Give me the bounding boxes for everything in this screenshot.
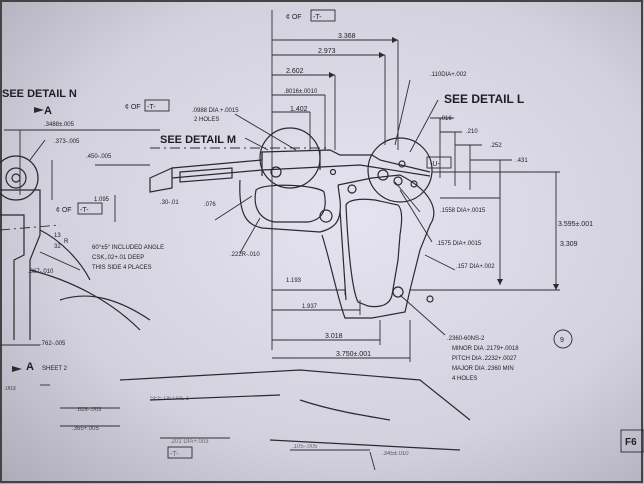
dim-016: .016 [440,116,452,122]
thread-note-line1: .2360-60NS-2 [447,336,485,342]
dim-1402: 1.402 [290,106,308,113]
dim-210: .210 [466,129,478,135]
dim-450: .450-.005 [86,154,112,160]
dim-222: .222R-.010 [230,252,260,258]
dim-1193: 1.193 [286,278,302,284]
datum-bottom-box: -T- [170,451,179,458]
dim-1937: 1.937 [302,304,318,310]
thread-note-line4: MAJOR DIA .2360 MIN [452,366,514,372]
dim-365: .365+.005 [72,426,100,432]
callout-see-detail-l: SEE DETAIL L [444,92,524,106]
centerline-top-box: -T- [313,14,322,21]
dim-157: .157 DIA+.002 [456,264,495,270]
section-ref: SEE DETAIL 1 [150,396,190,402]
dim-two-holes: 2 HOLES [194,117,219,123]
dim-105: .105-.005 [292,444,318,450]
thread-note-line5: 4 HOLES [452,376,477,382]
callout-see-detail-m: SEE DETAIL M [160,134,236,146]
dim-3750: 3.750±.001 [336,351,371,358]
centerline-mid-box: -T- [147,104,156,111]
dimension-labels: 3.368 2.973 2.602 .8016±.0010 1.402 .098… [4,33,593,457]
thread-note-line3: PITCH DIA .2232+.0027 [452,356,517,362]
thread-note-line2: MINOR DIA .2179+.0018 [452,346,519,352]
dimension-lines [0,10,560,471]
dim-3309: 3.309 [560,241,578,248]
dim-1575: .1575 DIA+.0015 [436,241,482,247]
datum-u-box: -U- [430,161,440,168]
centerline-top-label: ¢ OF [286,14,302,21]
dim-13: 13 [54,233,61,239]
circled-note-number: 9 [560,337,564,344]
dim-30: .30-.01 [160,200,179,206]
dim-367: .367-.010 [28,269,54,275]
dim-628: .628-.003 [76,407,102,413]
datum-labels: ¢ OF -T- ¢ OF -T- ¢ OF -T- -U- -T- [56,14,440,458]
drawing-linework [0,127,471,451]
dim-076: .076 [204,202,216,208]
dim-3488: .3488±.005 [44,122,75,128]
callouts: SEE DETAIL N SEE DETAIL M SEE DETAIL L A… [2,88,637,448]
dim-201: .201 DIA+.003 [170,439,209,445]
sheet-ref: SHEET 2 [42,366,68,372]
centerline-mid-label: ¢ OF [125,104,141,111]
angle-note: 60°±5° INCLUDED ANGLE CSK,.02+.01 DEEP T… [92,245,164,271]
dim-1095: 1.095 [94,197,110,203]
dim-32: 32 [54,244,61,250]
dim-003: .003 [4,386,16,392]
thread-note: .2360-60NS-2 MINOR DIA .2179+.0018 PITCH… [447,336,519,382]
dim-radius-r: R [64,239,69,245]
datum-a-top: A [44,105,52,117]
dim-252: .252 [490,143,502,149]
dim-2602: 2.602 [286,68,304,75]
centerline-left-box: -T- [80,207,89,214]
dim-345: .345±.010 [382,451,409,457]
dim-3368: 3.368 [338,33,356,40]
angle-note-line3: THIS SIDE 4 PLACES [92,265,152,271]
dim-0988: .0988 DIA +.0015 [192,108,239,114]
dim-3018: 3.018 [325,333,343,340]
dim-1558: .1558 DIA+.0015 [440,208,486,214]
dim-110: .110DIA+.002 [430,72,467,78]
datum-boxes [77,9,644,459]
sheet-corner-label: F6 [625,437,637,448]
angle-note-line1: 60°±5° INCLUDED ANGLE [92,245,164,251]
dim-2973: 2.973 [318,48,336,55]
datum-a-bottom: A [26,361,34,373]
dim-762: .762-.005 [40,341,66,347]
dim-431: .431 [516,158,528,164]
dim-8016: .8016±.0010 [284,89,318,95]
dim-3595: 3.595±.001 [558,221,593,228]
angle-note-line2: CSK,.02+.01 DEEP [92,255,144,261]
dim-373: .373-.005 [54,139,80,145]
callout-see-detail-n: SEE DETAIL N [2,88,77,100]
centerline-left-label: ¢ OF [56,207,72,214]
arrowheads [12,37,559,372]
